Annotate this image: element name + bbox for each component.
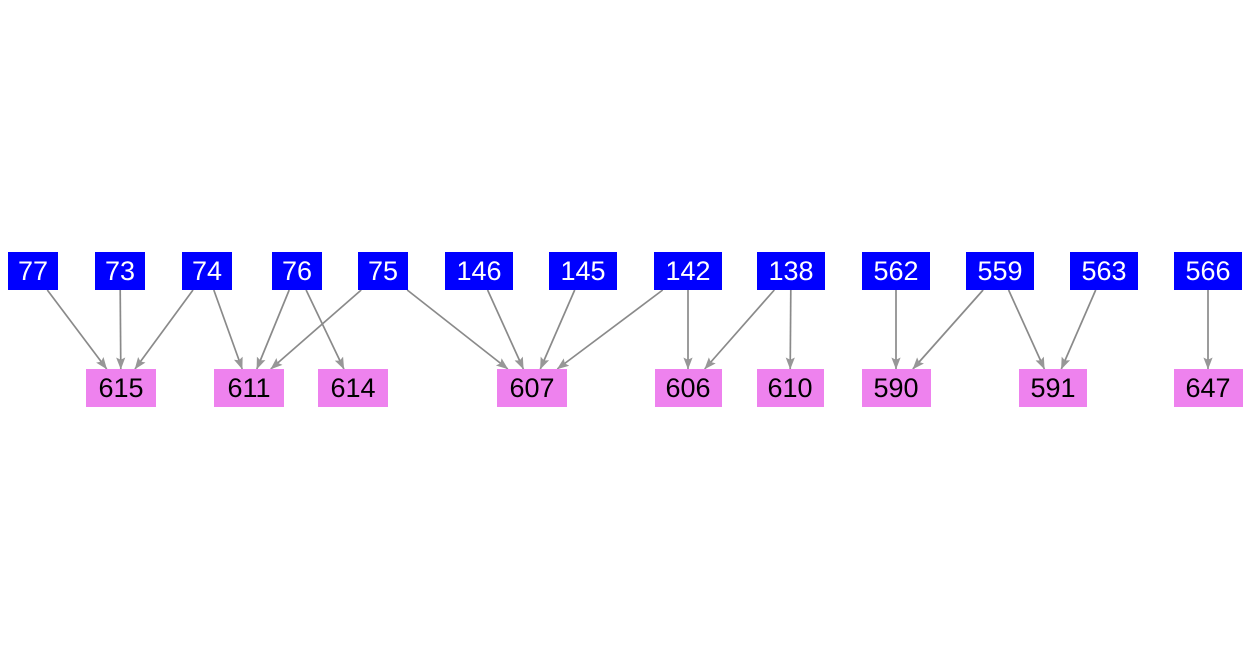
edge-76-614 [305,289,345,370]
node-611: 611 [214,369,284,407]
edge-138-606 [704,289,775,370]
node-75: 75 [358,252,408,290]
node-label: 591 [1030,372,1076,403]
node-label: 74 [191,255,223,286]
node-label: 590 [873,372,919,403]
node-label: 562 [873,255,919,286]
node-label: 146 [456,255,502,286]
node-label: 76 [281,255,313,286]
node-label: 75 [367,255,399,286]
node-615: 615 [86,369,156,407]
node-590: 590 [861,369,931,407]
edge-145-607 [539,289,576,370]
node-146: 146 [445,252,513,290]
edge-74-615 [134,289,194,370]
edge-75-611 [270,289,362,370]
edge-146-607 [486,289,525,370]
node-647: 647 [1173,369,1243,407]
node-label: 615 [98,372,144,403]
node-73: 73 [95,252,145,290]
node-label: 607 [509,372,555,403]
node-76: 76 [272,252,322,290]
node-610: 610 [756,369,824,407]
node-label: 563 [1081,255,1127,286]
node-606: 606 [654,369,722,407]
node-label: 610 [767,372,813,403]
node-label: 566 [1185,255,1231,286]
node-562: 562 [862,252,930,290]
edge-74-611 [213,289,243,370]
node-142: 142 [654,252,722,290]
node-559: 559 [966,252,1034,290]
node-591: 591 [1019,369,1087,407]
node-145: 145 [549,252,617,290]
node-label: 142 [665,255,711,286]
node-label: 614 [330,372,376,403]
node-label: 77 [17,255,49,286]
node-label: 611 [227,372,271,403]
edge-138-610 [785,289,795,370]
edge-559-591 [1007,289,1046,370]
node-label: 145 [560,255,606,286]
edge-73-615 [116,289,126,370]
edge-559-590 [912,289,984,370]
edge-76-611 [256,289,290,370]
edge-75-607 [406,289,509,370]
node-74: 74 [182,252,232,290]
edge-563-591 [1060,289,1097,370]
edge-77-615 [46,289,108,370]
node-label: 73 [104,255,136,286]
node-label: 647 [1185,372,1231,403]
node-566: 566 [1174,252,1242,290]
node-label: 559 [977,255,1023,286]
node-607: 607 [497,369,567,407]
edge-142-607 [556,289,664,370]
node-label: 138 [768,255,814,286]
node-77: 77 [8,252,58,290]
node-614: 614 [318,369,388,407]
node-label: 606 [665,372,711,403]
node-138: 138 [757,252,825,290]
node-563: 563 [1070,252,1138,290]
